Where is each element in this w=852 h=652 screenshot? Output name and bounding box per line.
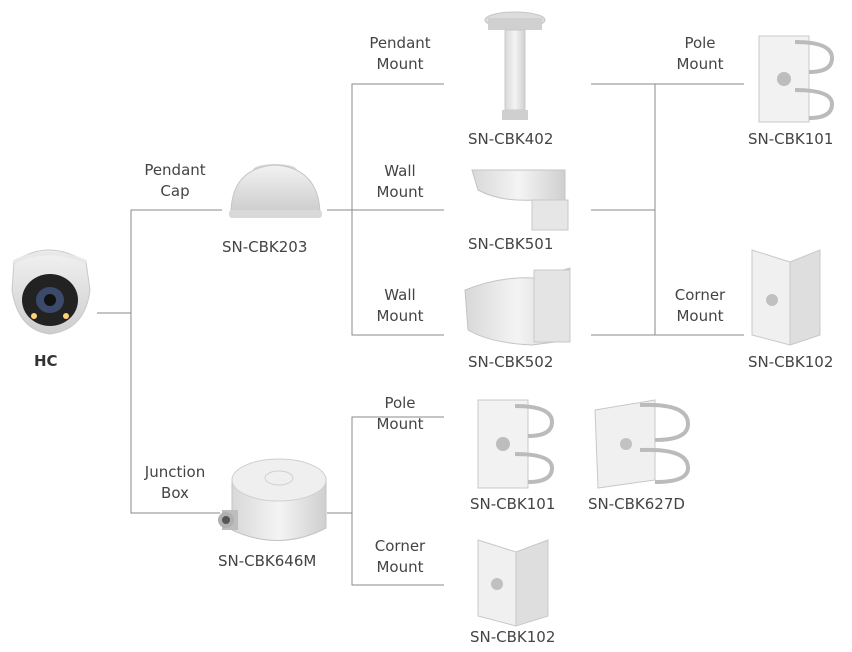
label-pole-mount-lower-line2: Mount — [345, 414, 455, 435]
label-junction-box-line2: Box — [120, 483, 230, 504]
camera-label: HC — [34, 352, 58, 370]
product-cbk627d: SN-CBK627D — [588, 495, 685, 513]
cbk501-image — [472, 170, 568, 230]
label-wall-mount-a-line1: Wall — [345, 161, 455, 182]
label-pole-mount-right: Pole Mount — [645, 33, 755, 75]
cbk402-image — [485, 12, 545, 120]
label-wall-mount-a: Wall Mount — [345, 161, 455, 203]
cbk101-lower-image — [478, 400, 552, 488]
label-corner-mount-right-line2: Mount — [645, 306, 755, 327]
camera-hc-image — [12, 250, 90, 334]
cbk502-image — [465, 268, 570, 345]
label-wall-mount-b-line2: Mount — [345, 306, 455, 327]
label-corner-mount-right: Corner Mount — [645, 285, 755, 327]
label-corner-mount-lower-line2: Mount — [345, 557, 455, 578]
product-cbk402: SN-CBK402 — [468, 130, 553, 148]
label-pendant-mount: Pendant Mount — [345, 33, 455, 75]
product-cbk102-right: SN-CBK102 — [748, 353, 833, 371]
label-pendant-cap-line1: Pendant — [120, 160, 230, 181]
label-pendant-mount-line2: Mount — [345, 54, 455, 75]
cbk646m-image — [218, 459, 326, 541]
cbk102-right-image — [752, 250, 820, 345]
label-pendant-cap: Pendant Cap — [120, 160, 230, 202]
product-cbk501: SN-CBK501 — [468, 235, 553, 253]
label-corner-mount-right-line1: Corner — [645, 285, 755, 306]
cbk102-lower-image — [478, 540, 548, 626]
label-corner-mount-lower-line1: Corner — [345, 536, 455, 557]
product-cbk101-right: SN-CBK101 — [748, 130, 833, 148]
product-cbk646m: SN-CBK646M — [218, 552, 316, 570]
cbk627d-image — [595, 400, 688, 488]
label-wall-mount-b: Wall Mount — [345, 285, 455, 327]
product-cbk102-lower: SN-CBK102 — [470, 628, 555, 646]
label-junction-box: Junction Box — [120, 462, 230, 504]
product-cbk502: SN-CBK502 — [468, 353, 553, 371]
label-pole-mount-right-line1: Pole — [645, 33, 755, 54]
label-pendant-mount-line1: Pendant — [345, 33, 455, 54]
label-pendant-cap-line2: Cap — [120, 181, 230, 202]
product-cbk101-lower: SN-CBK101 — [470, 495, 555, 513]
label-wall-mount-a-line2: Mount — [345, 182, 455, 203]
label-wall-mount-b-line1: Wall — [345, 285, 455, 306]
cbk101-right-image — [759, 36, 832, 122]
label-corner-mount-lower: Corner Mount — [345, 536, 455, 578]
cbk203-image — [229, 164, 322, 218]
label-pole-mount-right-line2: Mount — [645, 54, 755, 75]
label-pole-mount-lower: Pole Mount — [345, 393, 455, 435]
label-junction-box-line1: Junction — [120, 462, 230, 483]
label-pole-mount-lower-line1: Pole — [345, 393, 455, 414]
product-cbk203: SN-CBK203 — [222, 238, 307, 256]
